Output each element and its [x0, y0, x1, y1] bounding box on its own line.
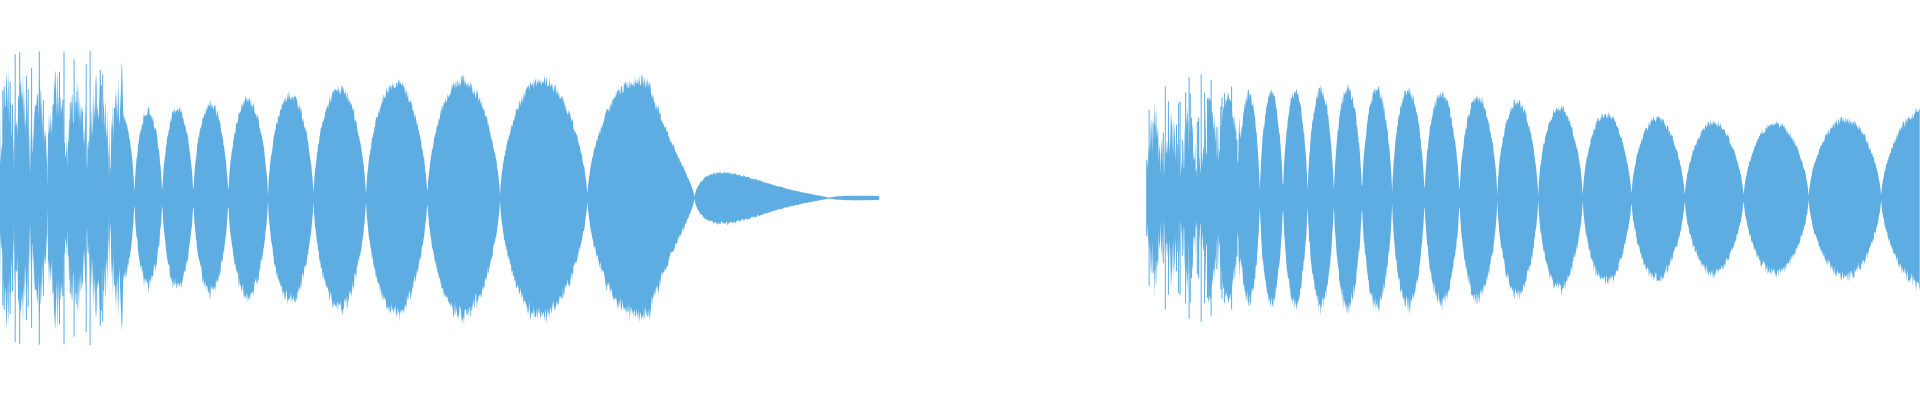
- waveform-transients-second-clip: [1148, 74, 1238, 322]
- waveform-transients-first-clip: [2, 50, 104, 346]
- waveform-clip-second-clip[interactable]: [1146, 84, 1920, 316]
- waveform-clip-first-clip[interactable]: [0, 61, 879, 332]
